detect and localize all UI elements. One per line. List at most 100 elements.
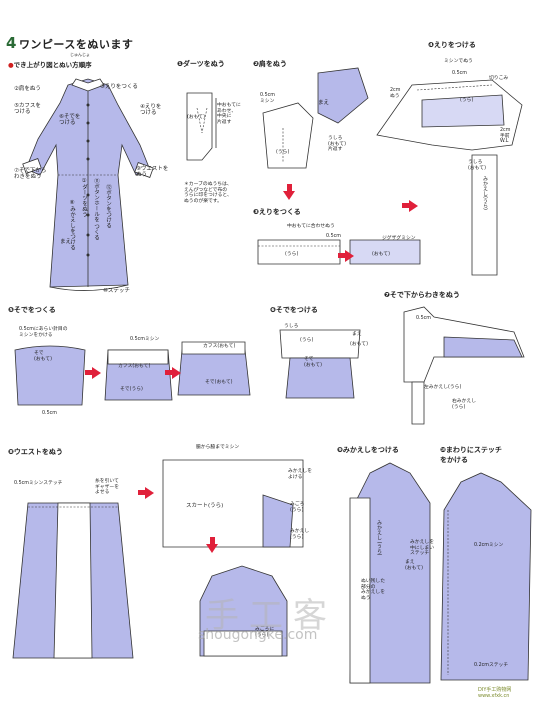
step-5-label-cuffs: カフス(おもて) bbox=[118, 364, 151, 369]
overview-label-2: ②肩をぬう bbox=[14, 86, 41, 92]
step-7-side-seam-diagram bbox=[403, 306, 525, 425]
overview-label-8: ⑧みかえしをつける bbox=[69, 200, 75, 250]
step-4-label-mishin: ミシンでぬう bbox=[444, 59, 473, 64]
step-3-label-ura: (うら) bbox=[285, 252, 299, 257]
step-1-heading: ❶ダーツをぬう bbox=[177, 60, 225, 68]
watermark-url: shougongke.com bbox=[198, 627, 318, 643]
overview-label-6: ⑥そでを つける bbox=[59, 114, 81, 127]
overview-label-mae: まえ bbox=[60, 239, 72, 245]
step-4-label-ura: (うら) bbox=[460, 98, 474, 103]
step-3-label-05: 0.5cm bbox=[326, 234, 341, 239]
step-4-label-kiri: 切りこみ bbox=[489, 76, 509, 81]
step-3-note-top: 中おもてに合わせぬう bbox=[287, 224, 335, 229]
step-8-label-skirt: スカート(うら) bbox=[186, 503, 224, 509]
step-8-heading: ❽ウエストをぬう bbox=[8, 448, 63, 456]
step-3-heading: ❸えりをつくる bbox=[253, 208, 301, 216]
step-8-arrow-icon-2 bbox=[206, 544, 218, 553]
step-8-label-05: 0.5cmミシンステッチ bbox=[14, 481, 63, 486]
step-2-label-05: 0.5cm ミシン bbox=[260, 93, 275, 104]
step-5-label-sode3: そで(おもて) bbox=[205, 380, 233, 385]
step-8-bodice-diagram bbox=[199, 565, 288, 657]
overview-label-4: ④えりを つける bbox=[140, 104, 162, 117]
step-5-label-sode: そで (おもて) bbox=[34, 351, 52, 362]
step-3-right-arrow-icon bbox=[345, 250, 354, 262]
step-4-label-05: 0.5cm bbox=[452, 71, 467, 76]
step-2-shoulder-diagram bbox=[262, 67, 369, 169]
step-10-heading: ❿まわりにステッチ をかける bbox=[440, 446, 502, 464]
overview-label-12: ⑫ボタンをつける bbox=[105, 184, 111, 228]
step-1-star-note: ＊カーブのぬうちは、 えんぴつなどで布の うらに印をつけると、 ぬうのが楽です。 bbox=[184, 182, 232, 204]
step-6-sleeve-attach-diagram bbox=[279, 329, 361, 399]
step-5-arrow-stem-2 bbox=[165, 370, 172, 375]
step-5-note: 0.5cmにあらい針目の ミシンをかける bbox=[19, 327, 68, 338]
step-8-skirt-diagram bbox=[12, 502, 134, 659]
step-8-label-top: 脇から脇までミシン bbox=[196, 445, 240, 450]
step-6-heading: ❻そでをつける bbox=[270, 306, 318, 314]
step-9-label-nui: ぬい残した 部分の みかえしを ぬう bbox=[361, 579, 385, 601]
step-10-stitch-diagram bbox=[440, 472, 532, 681]
step-9-label-mikaeshi: みかえし (うら) bbox=[376, 520, 382, 556]
step-3-label-zigzag: ジグザグミシン bbox=[382, 236, 416, 241]
subtitle-text: でき上がり図とぬい方順序 bbox=[13, 61, 92, 69]
step-5-sleeve-diagram bbox=[14, 341, 251, 406]
step-2-down-arrow-icon bbox=[283, 191, 295, 200]
step-2-heading: ❷肩をぬう bbox=[253, 60, 287, 68]
step-9-label-mae: まえ (おもて) bbox=[405, 560, 423, 571]
step-5-arrow-icon-2 bbox=[172, 367, 181, 379]
step-8-label-migoro2: みごろに (うら) bbox=[255, 627, 275, 638]
step-8-label-mikaeshi2: みかえし (うら) bbox=[290, 529, 310, 540]
bullet-icon: ● bbox=[8, 61, 14, 69]
step-4-arrow-icon bbox=[409, 200, 418, 212]
step-10-label-stitch2: 0.2cmステッチ bbox=[474, 663, 509, 668]
watermark-logo-text: 手工客 bbox=[205, 596, 337, 636]
step-8-arrow-stem-1 bbox=[138, 490, 145, 495]
overview-label-10: ⑩ステッチ bbox=[103, 288, 130, 294]
step-2-label-mae: まえ bbox=[318, 100, 330, 106]
step-4-label-ushiro: うしろ (おもて) bbox=[468, 160, 486, 171]
corner-badge: DIY手工购物网 www.xfxk.cn bbox=[478, 687, 512, 699]
title-text: ワンピースをぬいます bbox=[18, 38, 134, 51]
step-6-label-ura: (うら) bbox=[300, 338, 314, 343]
step-3-label-omote: (おもて) bbox=[372, 252, 390, 257]
step-8-label-mikaeshi: みかえしを よける bbox=[288, 469, 312, 480]
step-5-arrow-icon-1 bbox=[92, 367, 101, 379]
overview-label-3: ③えりをつくる bbox=[100, 84, 138, 90]
step-6-label-mae: まえ bbox=[352, 332, 362, 337]
step-7-label-05: 0.5cm bbox=[416, 316, 431, 321]
step-4-collar-attach-diagram bbox=[376, 79, 523, 276]
page-subtitle: ●でき上がり図とぬい方順序 じゅんじょ bbox=[8, 52, 92, 69]
step-9-label-mikaeshi2: みかえしを 中にしまい ステッチ bbox=[410, 540, 434, 557]
step-8-waist-join-diagram bbox=[162, 459, 304, 548]
overview-label-11: ⑪ボタンホールを つくる bbox=[93, 178, 99, 241]
step-5-heading: ❺そでをつくる bbox=[8, 306, 56, 314]
step-2-label-ushiro: うしろ (おもて) 片返す bbox=[328, 136, 346, 153]
step-1-note-center: 中おもてに あわせ、 中央に 片返す bbox=[217, 103, 241, 125]
step-5-label-05b: 0.5cmミシン bbox=[130, 337, 160, 342]
step-7-label-hidari: 左みかえし(うら) bbox=[424, 385, 462, 390]
step-4-heading: ❹えりをつける bbox=[428, 41, 476, 49]
step-6-label-ushiro: うしろ bbox=[284, 324, 299, 329]
overview-label-7: ⑦そで下から わきをぬう bbox=[14, 168, 47, 181]
step-1-label-omote: (おもて) bbox=[187, 115, 205, 120]
step-8-arrow-icon-1 bbox=[145, 487, 154, 499]
step-10-label-stitch: 0.2cmミシン bbox=[474, 543, 504, 548]
overview-label-9: ⑨ウエストを ぬう bbox=[136, 166, 169, 179]
step-4-label-2cm: 2cm ぬう bbox=[390, 88, 401, 99]
step-7-heading: ❼そで下からわきをぬう bbox=[384, 291, 460, 299]
step-6-label-omote: (おもて) bbox=[350, 342, 368, 347]
step-9-heading: ❾みかえしをつける bbox=[337, 446, 399, 454]
overview-dress-illustration bbox=[22, 78, 154, 291]
step-1-dart-diagram bbox=[186, 92, 217, 161]
subtitle-ruby: じゅんじょ bbox=[70, 52, 90, 57]
step-8-label-migoro: みごろ (うら) bbox=[290, 502, 305, 513]
step-7-label-migi: 右みかえし (うら) bbox=[452, 399, 476, 410]
step-8-arrow-stem-2 bbox=[210, 537, 215, 544]
step-4-label-mikaeshi: みかえし(うら) bbox=[482, 176, 488, 210]
step-2-arrow-stem bbox=[287, 184, 292, 191]
title-number: 4 bbox=[6, 34, 17, 52]
step-5-label-sode2: そで(うら) bbox=[120, 387, 143, 392]
step-8-label-gather: 糸を引いて ギャザーを よせる bbox=[95, 479, 119, 496]
step-3-collar-diagram bbox=[257, 239, 421, 265]
step-4-label-wl: 2cm 手前 W.L bbox=[500, 128, 511, 145]
